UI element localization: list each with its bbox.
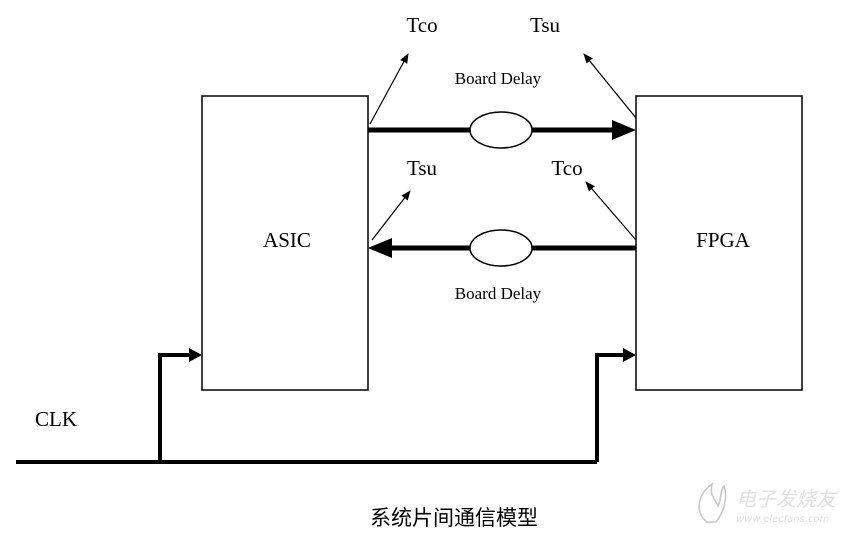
tco-top-label: Tco [406, 13, 437, 37]
clk-branch-fpga [595, 353, 624, 462]
board-delay-top-label: Board Delay [455, 69, 542, 88]
board-delay-bottom-label: Board Delay [455, 284, 542, 303]
asic-block [201, 95, 369, 391]
watermark-logo: 电子发烧友 www.elecfans.com [698, 482, 839, 525]
tco-mid-label: Tco [551, 156, 582, 180]
watermark-flame-icon [698, 482, 727, 523]
bottom-bus-arrowhead [368, 238, 392, 258]
clk-fpga-arrowhead [623, 348, 636, 362]
watermark-url: www.elecfans.com [736, 514, 830, 525]
tsu-mid-arrow [371, 190, 411, 241]
asic-label: ASIC [263, 228, 311, 252]
clk-branch-asic [158, 353, 190, 462]
fpga-block [635, 95, 803, 391]
clk-asic-arrowhead [189, 348, 202, 362]
tsu-top-label: Tsu [530, 13, 561, 37]
top-board-delay-ellipse [469, 111, 533, 149]
tco-top-arrow [369, 53, 409, 125]
tsu-mid-label: Tsu [407, 156, 438, 180]
watermark-brand: 电子发烧友 [736, 487, 839, 511]
tco-mid-arrow [585, 181, 637, 241]
fpga-label: FPGA [696, 228, 751, 252]
clk-label: CLK [35, 407, 77, 431]
top-bus-arrowhead [612, 120, 636, 140]
diagram-caption: 系统片间通信模型 [370, 507, 538, 530]
bottom-board-delay-ellipse [469, 229, 533, 267]
tsu-top-arrow [583, 53, 637, 119]
